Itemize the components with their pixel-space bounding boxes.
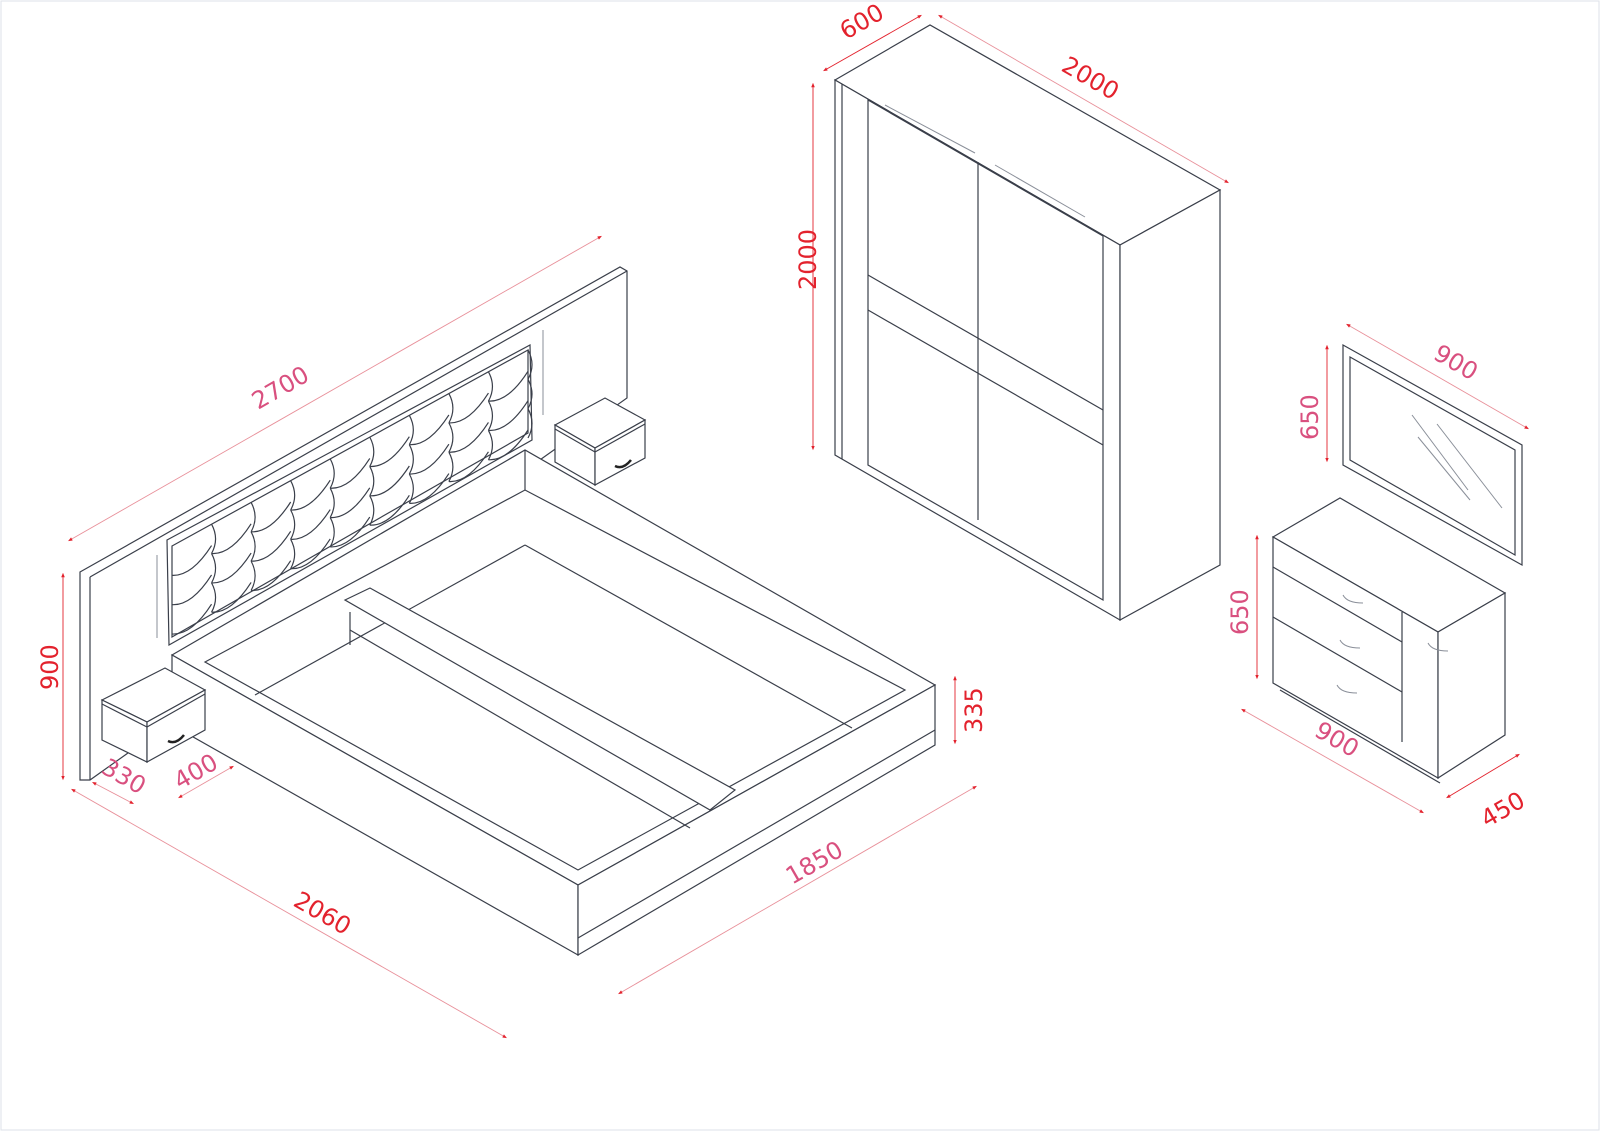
dim-headboard-width: 2700 [247,360,314,415]
dim-wardrobe-width: 2000 [1057,51,1124,106]
handle-icon [1427,642,1449,652]
nightstand-left [100,667,207,764]
dim-mirror-height: 650 [1296,394,1324,440]
tuft-cushion [171,553,217,606]
handle-icon [1339,639,1361,649]
handle-icon [1336,684,1358,694]
handle-icon [167,734,185,744]
dim-dresser-height: 650 [1226,589,1254,635]
dim-mirror-width: 900 [1429,339,1483,386]
handle-icon [1342,594,1364,604]
dim-wardrobe-height: 2000 [794,229,822,290]
dim-bed-width: 1850 [781,835,848,890]
tuft-cushion [211,560,256,613]
tuft-cushion [251,539,296,592]
handle-icon [614,459,632,469]
dim-headboard-height: 900 [36,644,64,690]
dim-dresser-depth: 450 [1476,786,1530,833]
wardrobe [833,24,1222,622]
dresser [1271,497,1507,784]
tuft-cushion [171,582,217,635]
dim-frame-height: 335 [960,687,988,733]
